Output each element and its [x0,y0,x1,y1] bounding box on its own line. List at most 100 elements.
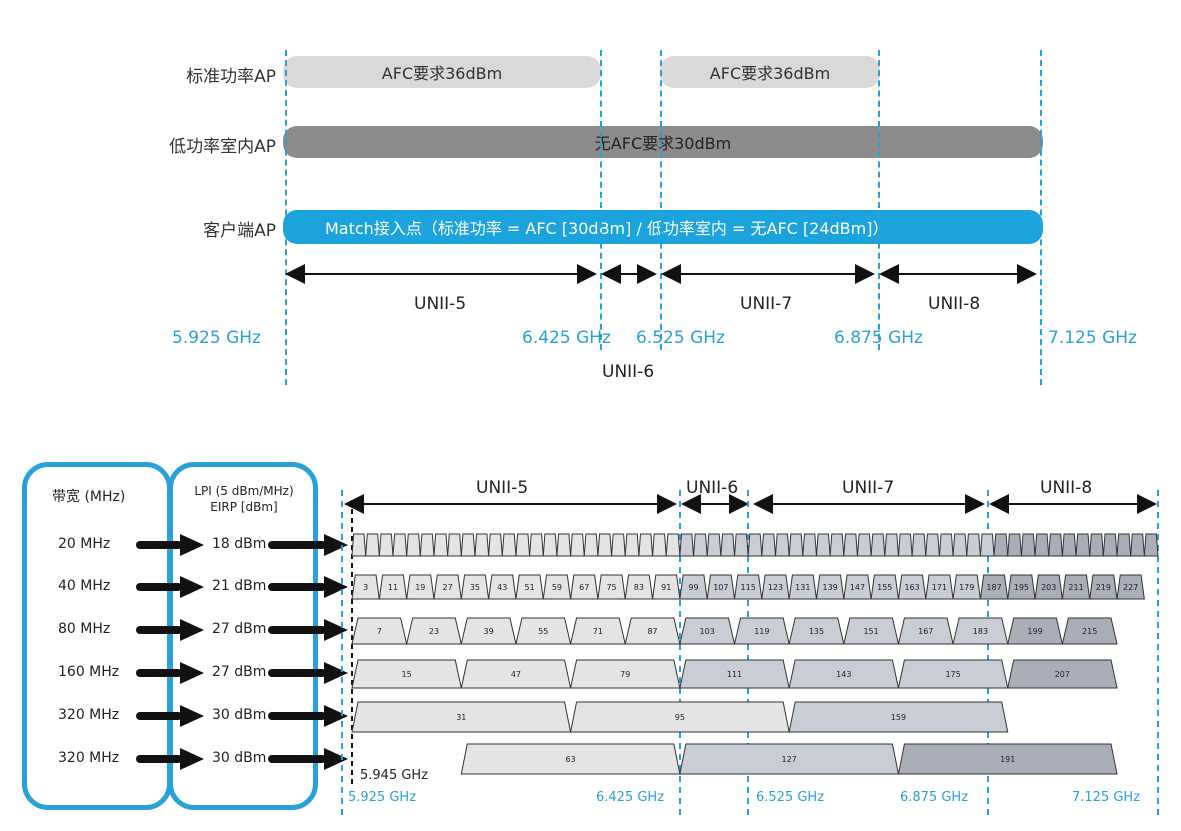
channel-block [733,533,749,557]
channel-block [843,574,872,600]
channel-block [488,533,503,557]
channel-block [460,533,476,557]
bandwidth-value: 160 MHz [58,664,120,680]
channel-block [788,574,818,600]
channel-block [1007,574,1036,600]
bandwidth-value: 20 MHz [58,536,111,552]
channel-number-label: 111 [727,670,742,679]
channel-number-label: 7 [377,627,382,636]
channel-block [488,574,517,600]
channel-block [406,574,435,600]
channel-block [692,533,708,557]
channel-block [597,574,626,600]
row-arrow-icon [268,662,348,684]
channel-block [843,533,858,557]
channel-number-label: 171 [932,583,947,592]
channel-block [802,533,818,557]
channel-number-label: 103 [700,627,715,636]
channel-block [747,533,763,557]
channel-block [351,574,380,600]
channel-block [911,533,927,557]
band-label-unii8: UNII-8 [928,294,981,314]
channel-block [529,533,544,557]
channel-block [419,533,435,557]
channel-block [815,533,831,557]
channel-number-label: 115 [741,583,756,592]
channel-block [788,659,900,689]
channel-block [1089,574,1118,600]
channel-number-label: 151 [863,627,878,636]
channel-block [815,574,845,600]
channel-block [447,533,462,557]
channel-number-label: 227 [1123,583,1138,592]
channel-block [966,533,981,557]
channel-block [392,533,408,557]
channel-block [406,533,421,557]
channel-block [378,533,394,557]
channel-number-label: 67 [579,583,589,592]
channel-block [788,617,845,645]
channel-block [993,533,1009,557]
bottom-freq-7125: 7.125 GHz [1072,790,1141,805]
bar-lpi: 无AFC要求30dBm [283,126,1043,158]
row-label-client: 客户端AP [203,221,276,241]
channel-block [679,617,736,645]
channel-block [611,533,626,557]
channel-block [1007,659,1118,689]
channel-number-label: 43 [497,583,507,592]
channel-block [897,617,954,645]
eirp-value: 21 dBm [212,578,267,594]
bottom-band-unii5: UNII-5 [476,478,529,498]
channel-block [706,574,736,600]
channel-block [761,574,790,600]
channel-block [897,533,913,557]
channel-block [515,533,531,557]
channel-number-label: 59 [552,583,562,592]
band-label-unii6: UNII-6 [602,362,655,382]
channel-block [1007,533,1022,557]
channel-number-label: 75 [606,583,616,592]
channel-number-label: 23 [429,627,439,636]
channel-block [651,574,681,600]
bandwidth-value: 320 MHz [58,750,120,766]
channel-block [542,574,572,600]
band-label-unii5: UNII-5 [414,294,467,314]
channel-number-label: 31 [456,713,466,722]
channel-block [460,617,517,645]
bar-client: Match接入点（标准功率 = AFC [30dBm] / 低功率室内 = 无A… [283,210,1043,244]
channel-block [720,533,736,557]
channel-block [570,574,599,600]
channel-number-label: 51 [524,583,534,592]
channel-number-label: 123 [768,583,783,592]
channel-number-label: 191 [1000,755,1015,764]
channel-block [1089,533,1104,557]
channel-block [733,574,763,600]
channel-block [569,617,626,645]
channel-block [788,533,804,557]
channel-number-label: 139 [822,583,837,592]
channel-number-label: 83 [634,583,644,592]
channel-block [679,574,708,600]
row-label-standard-power: 标准功率AP [186,67,276,87]
divider-5925 [285,50,287,385]
channel-number-label: 39 [484,627,494,636]
channel-block [460,574,490,600]
channel-block [1130,533,1145,557]
channel-block [1116,574,1145,600]
header-bandwidth: 带宽 (MHz) [52,489,126,505]
channel-block [774,533,790,557]
channel-number-label: 63 [565,755,575,764]
channel-block [556,533,572,557]
bandwidth-value: 80 MHz [58,621,111,637]
row-arrow-icon [136,748,204,770]
channel-block [433,533,449,557]
channel-number-label: 127 [782,755,797,764]
channel-number-label: 99 [688,583,698,592]
channel-block [938,533,954,557]
channel-block [515,574,544,600]
channel-number-label: 79 [620,670,630,679]
channel-block [829,533,845,557]
channel-number-label: 119 [754,627,769,636]
channel-block [679,659,790,689]
